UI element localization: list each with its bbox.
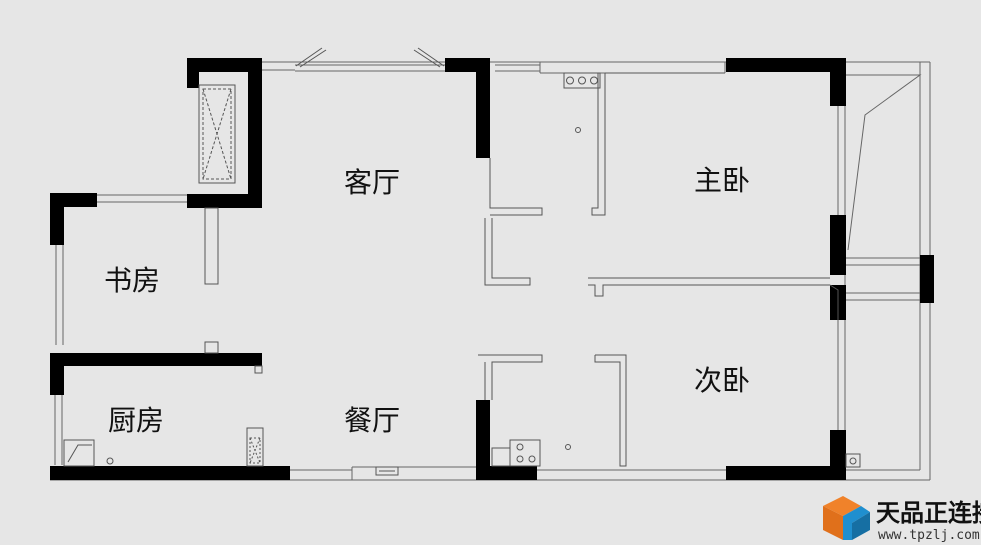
label-master-bedroom: 主卧 xyxy=(694,164,750,197)
brand-logo: 天品正连接 www.tpzlj.com xyxy=(823,496,981,543)
door-swing-right xyxy=(417,47,445,67)
label-study: 书房 xyxy=(104,264,160,297)
brand-name: 天品正连接 xyxy=(876,499,981,527)
label-second-bedroom: 次卧 xyxy=(694,364,750,397)
label-kitchen: 厨房 xyxy=(108,404,164,437)
kitchen-appliance xyxy=(246,427,264,467)
duct-shaft xyxy=(198,84,236,184)
fixtures xyxy=(63,72,861,476)
label-living-room: 客厅 xyxy=(344,166,400,199)
interior-walls xyxy=(204,72,839,467)
floor-vent xyxy=(375,466,399,476)
door-swing-left xyxy=(295,47,323,67)
structural-walls xyxy=(50,58,934,480)
brand-url: www.tpzlj.com xyxy=(878,528,980,543)
stove-bottom xyxy=(509,439,541,467)
kitchen-sink xyxy=(63,439,95,467)
brand-cube-icon xyxy=(823,496,870,540)
balcony-drain xyxy=(845,453,861,468)
doors xyxy=(295,47,445,68)
room-labels: 客厅 主卧 书房 次卧 厨房 餐厅 xyxy=(104,164,750,437)
label-dining-room: 餐厅 xyxy=(344,404,400,437)
stove-top xyxy=(563,72,601,89)
